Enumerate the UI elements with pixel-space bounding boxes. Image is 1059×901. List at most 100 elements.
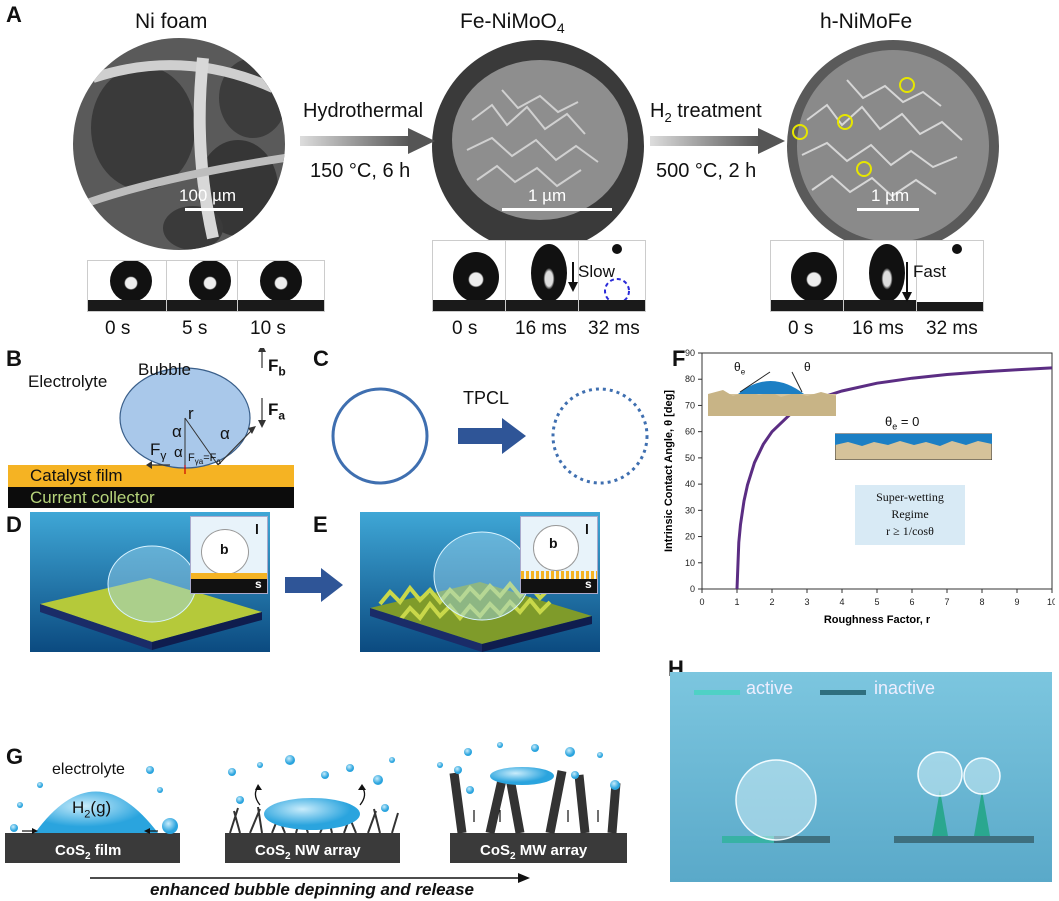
- fe-time-1: 16 ms: [515, 318, 567, 339]
- x-tick-label: 7: [944, 597, 949, 607]
- y-tick-label: 70: [685, 400, 695, 410]
- fast-arrow-icon: [902, 262, 912, 302]
- fast-label: Fast: [913, 262, 947, 281]
- rough-inset: b l s: [520, 516, 598, 594]
- y-tick-label: 20: [685, 532, 695, 542]
- panel-c-letter: C: [313, 346, 329, 371]
- tpcl-diagram: [331, 387, 649, 485]
- x-tick-label: 10: [1047, 597, 1055, 607]
- h-time-1: 16 ms: [852, 318, 904, 339]
- wetting-inset-bottom: θe = 0: [835, 414, 992, 460]
- adhesion-force-label: Fa: [268, 400, 286, 423]
- active-inactive-scene: active inactive: [670, 672, 1052, 882]
- panel-e-letter: E: [313, 512, 328, 537]
- theta-e-zero-label: θe = 0: [885, 414, 920, 432]
- theta-label: θ: [804, 360, 811, 374]
- super-wetting-regime-box: Super-wetting Regime r ≥ 1/cosθ: [855, 485, 965, 545]
- hydrothermal-arrow: [300, 128, 435, 154]
- x-tick-label: 8: [979, 597, 984, 607]
- surface-tension-force-label: Fγ: [150, 440, 167, 463]
- scale-label-2: 1 µm: [528, 186, 567, 205]
- y-tick-label: 50: [685, 453, 695, 463]
- bubble-label: Bubble: [138, 360, 191, 379]
- alpha-label-3: α: [220, 424, 230, 443]
- theta-e-label: θe: [734, 360, 746, 377]
- cos2-mw-label: CoS2 MW array: [480, 842, 588, 862]
- regime-line-3: r ≥ 1/cosθ: [886, 524, 934, 538]
- catalyst-film-layer: [8, 465, 294, 487]
- wetting-inset-top: θe θ: [708, 360, 836, 416]
- hydrothermal-conditions: 150 °C, 6 h: [310, 160, 411, 182]
- flat-inset: b l s: [190, 516, 268, 594]
- h-time-0: 0 s: [788, 318, 814, 339]
- panel-d-letter: D: [6, 512, 22, 537]
- y-tick-label: 0: [690, 584, 695, 594]
- ni-droplet-10s: [237, 260, 325, 312]
- catalyst-film-label: Catalyst film: [30, 466, 123, 485]
- radius-label: r: [188, 404, 194, 423]
- enhanced-release-caption: enhanced bubble depinning and release: [150, 880, 475, 899]
- fe-time-2: 32 ms: [588, 318, 640, 339]
- scale-label-3: 1 µm: [871, 186, 910, 205]
- x-tick-label: 2: [769, 597, 774, 607]
- fe-nimoo4-sem-image: 1 µm: [432, 40, 644, 252]
- x-tick-label: 9: [1014, 597, 1019, 607]
- y-tick-label: 60: [685, 427, 695, 437]
- cos2-nw-label: CoS2 NW array: [255, 842, 361, 862]
- h2-treatment-arrow: [650, 128, 785, 154]
- fe-nimoo4-title: Fe-NiMoO4: [460, 10, 565, 37]
- ni-time-2: 10 s: [250, 318, 286, 339]
- active-label: active: [746, 678, 794, 698]
- scale-label-1: 100 µm: [179, 186, 237, 205]
- hydrothermal-label: Hydrothermal: [303, 100, 424, 122]
- h-droplet-32ms: [916, 240, 984, 312]
- h-nimofe-sem-image: 1 µm: [787, 40, 999, 252]
- inset-l-label: l: [585, 521, 589, 537]
- h2-treatment-label: H2 treatment: [650, 100, 762, 125]
- bubble-release-schematic: [5, 742, 627, 883]
- x-tick-label: 6: [909, 597, 914, 607]
- cos2-film-label: CoS2 film: [55, 842, 122, 862]
- inset-l-label: l: [255, 521, 259, 537]
- y-tick-label: 40: [685, 479, 695, 489]
- buoyancy-force-label: Fb: [268, 356, 286, 379]
- alpha-label-1: α: [172, 422, 182, 441]
- tpcl-label: TPCL: [463, 388, 510, 408]
- regime-line-2: Regime: [891, 507, 929, 521]
- bubble-force-diagram: Electrolyte Bubble r α α α Fb Fa Fγ Fγa=…: [0, 348, 300, 508]
- current-collector-layer: [8, 487, 294, 508]
- ni-foam-sem-image: 100 µm: [73, 38, 285, 250]
- y-tick-label: 90: [685, 348, 695, 358]
- ni-foam-title: Ni foam: [135, 10, 208, 33]
- y-axis-label: Intrinsic Contact Angle, θ [deg]: [663, 390, 675, 552]
- h2-gas-label: H2(g): [72, 798, 112, 821]
- bubble-diagram-svg: [119, 348, 266, 474]
- h-time-2: 32 ms: [926, 318, 978, 339]
- x-tick-label: 0: [699, 597, 704, 607]
- h2-treatment-conditions: 500 °C, 2 h: [656, 160, 757, 182]
- inset-b-label: b: [220, 541, 229, 557]
- slow-arrow-icon: [568, 262, 578, 292]
- scale-bar-1: [185, 208, 243, 211]
- y-tick-label: 30: [685, 505, 695, 515]
- panel-b-letter: B: [6, 346, 22, 371]
- scale-bar-3: [857, 208, 919, 211]
- x-axis-label: Roughness Factor, r: [824, 614, 931, 626]
- inactive-label: inactive: [874, 678, 936, 698]
- inset-s-label: s: [585, 577, 592, 591]
- electrolyte-g-label: electrolyte: [52, 761, 125, 778]
- panel-f-letter: F: [672, 346, 686, 371]
- fe-droplet-32ms: [578, 240, 646, 312]
- x-tick-label: 1: [734, 597, 739, 607]
- current-collector-label: Current collector: [30, 488, 155, 507]
- x-tick-label: 3: [804, 597, 809, 607]
- x-tick-label: 4: [839, 597, 844, 607]
- vertical-force-equation: Fγa=Fa: [188, 452, 221, 467]
- panel-a-letter: A: [6, 2, 22, 27]
- ni-time-1: 5 s: [182, 318, 208, 339]
- scale-bar-2: [502, 208, 612, 211]
- inset-s-label: s: [255, 577, 262, 591]
- slow-label: Slow: [578, 262, 615, 281]
- h-nimofe-title: h-NiMoFe: [820, 10, 913, 33]
- y-tick-label: 80: [685, 374, 695, 384]
